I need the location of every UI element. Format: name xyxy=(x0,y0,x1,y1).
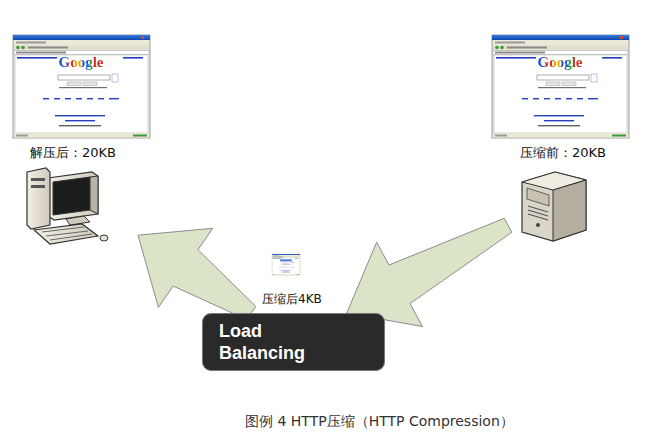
node-label: 压缩前：20KB xyxy=(520,145,623,161)
logo-text: Google xyxy=(538,54,583,71)
web-server: 压缩前：20KB xyxy=(508,143,623,245)
server-icon xyxy=(522,172,586,241)
block-arrow xyxy=(138,228,256,319)
figure-caption: 图例 4 HTTP压缩（HTTP Compression） xyxy=(245,412,514,430)
node-label: 解压后：20KB xyxy=(30,145,138,161)
computer-icon xyxy=(27,168,108,244)
size-label: 压缩后4KB xyxy=(262,292,322,307)
node-label: Load Balancing xyxy=(219,320,319,364)
block-arrow xyxy=(347,218,512,326)
small-screenshot xyxy=(272,254,300,275)
logo-text: Google xyxy=(59,54,104,71)
browser-screenshot xyxy=(13,35,150,138)
client-computer: 解压后：20KB xyxy=(18,143,138,245)
browser-screenshot xyxy=(492,35,629,138)
load-balancer-box: Load Balancing xyxy=(202,313,385,371)
